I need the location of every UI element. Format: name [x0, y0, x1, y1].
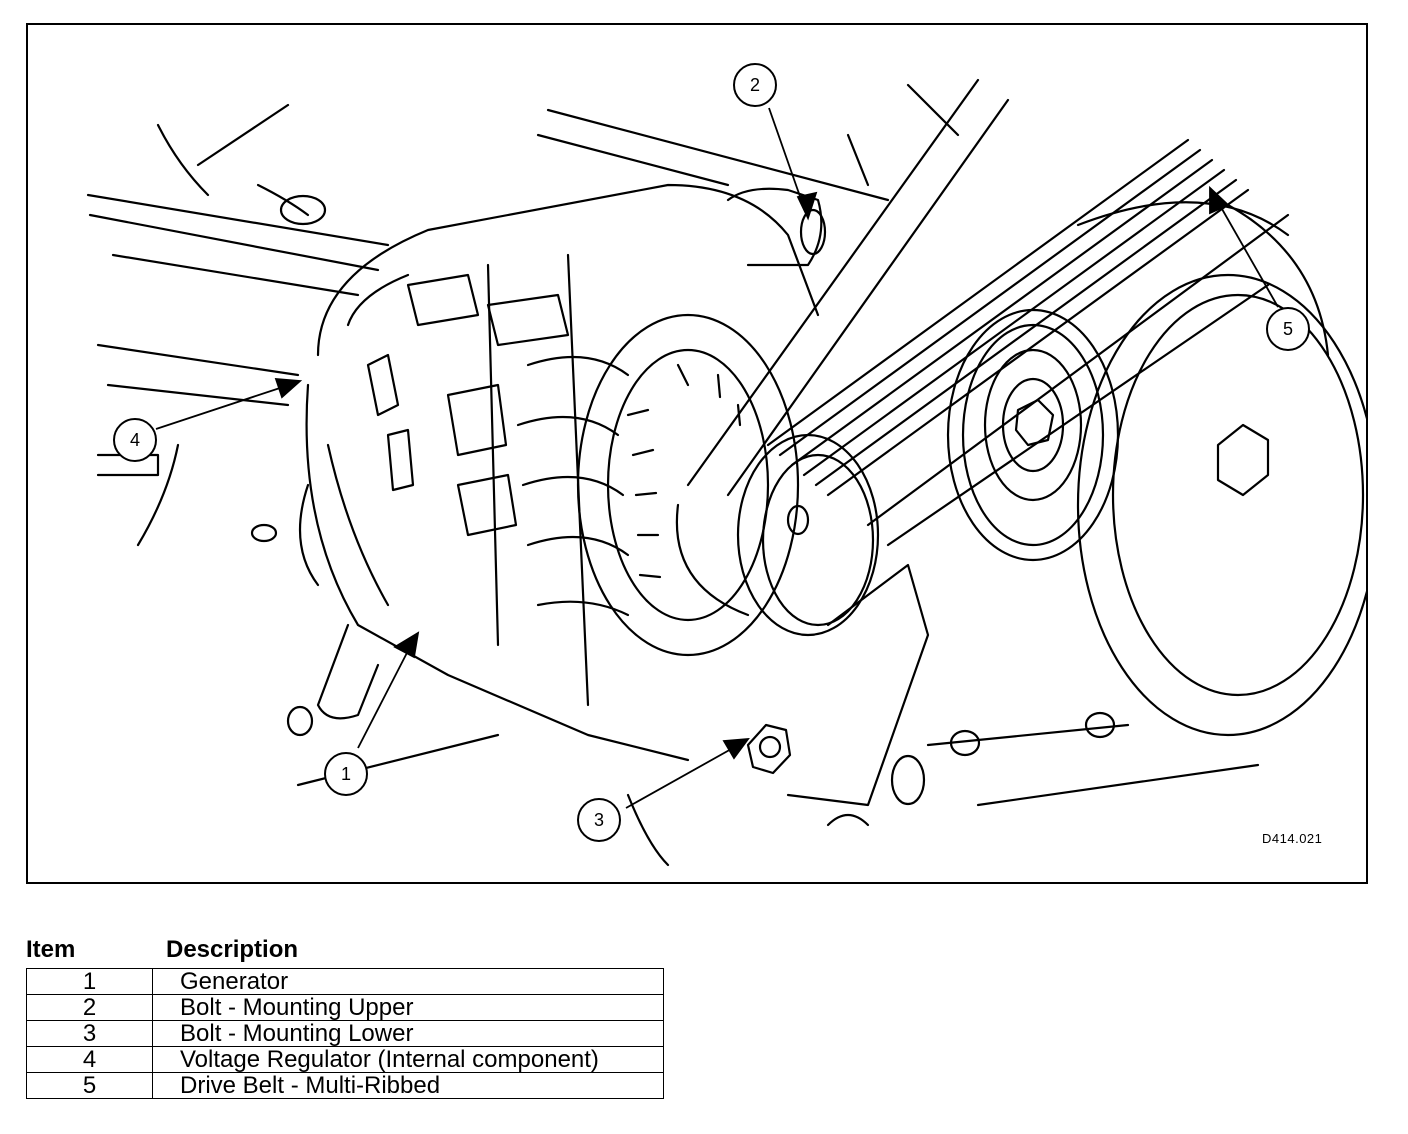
callout-circle-4 [113, 418, 157, 462]
arrow-2 [796, 191, 818, 221]
legend-header-description: Description [166, 936, 299, 963]
callout-label-3: 3 [593, 809, 604, 830]
table-row: 1 Generator [26, 968, 664, 995]
legend-header: Item Description [26, 936, 666, 966]
leader-3 [625, 747, 734, 809]
legend-item-number: 1 [26, 968, 153, 995]
table-row: 2 Bolt - Mounting Upper [26, 994, 664, 1021]
table-row: 3 Bolt - Mounting Lower [26, 1020, 664, 1047]
callout-leaders [155, 107, 1279, 809]
arrow-3 [722, 737, 750, 760]
arrow-5 [1209, 185, 1230, 215]
figure-code: D414.021 [1262, 831, 1323, 846]
generator-illustration [86, 63, 1366, 867]
legend-item-number: 5 [26, 1072, 153, 1099]
leader-1 [357, 644, 412, 749]
callout-circle-1 [324, 752, 368, 796]
legend-table: 1 Generator 2 Bolt - Mounting Upper 3 Bo… [26, 968, 664, 1099]
generator-body [305, 183, 827, 762]
lower-bolt [746, 723, 792, 775]
legend-item-description: Generator [152, 968, 664, 995]
callout-label-4: 4 [129, 429, 140, 450]
legend-item-description: Voltage Regulator (Internal component) [152, 1046, 664, 1073]
generator-pulley [675, 433, 880, 637]
legend: Item Description 1 Generator 2 Bolt - Mo… [26, 936, 666, 1099]
figure-frame: 1 2 3 4 5 D414.021 [26, 23, 1368, 884]
callout-circle-2 [733, 63, 777, 107]
table-row: 5 Drive Belt - Multi-Ribbed [26, 1072, 664, 1099]
callout-label-1: 1 [340, 763, 351, 784]
callout-circle-5 [1266, 307, 1310, 351]
legend-item-description: Bolt - Mounting Upper [152, 994, 664, 1021]
callout-label-5: 5 [1282, 318, 1293, 339]
adjustment-arm [686, 78, 1010, 497]
callout-circles [113, 63, 1310, 842]
legend-header-item: Item [26, 936, 76, 963]
legend-item-number: 2 [26, 994, 153, 1021]
drive-belt [766, 138, 1290, 547]
crankshaft-pulley [1076, 273, 1366, 737]
tensioner-pulley [946, 308, 1120, 562]
leader-4 [155, 386, 284, 430]
leader-5 [1217, 201, 1279, 308]
arrow-4 [274, 377, 303, 399]
legend-item-description: Bolt - Mounting Lower [152, 1020, 664, 1047]
engine-background [86, 83, 1330, 867]
mounting-bracket [286, 563, 1116, 807]
leader-2 [768, 107, 804, 206]
legend-item-number: 4 [26, 1046, 153, 1073]
table-row: 4 Voltage Regulator (Internal component) [26, 1046, 664, 1073]
arrow-1 [393, 631, 420, 659]
legend-item-description: Drive Belt - Multi-Ribbed [152, 1072, 664, 1099]
callout-label-2: 2 [749, 74, 760, 95]
legend-item-number: 3 [26, 1020, 153, 1047]
callout-circle-3 [577, 798, 621, 842]
